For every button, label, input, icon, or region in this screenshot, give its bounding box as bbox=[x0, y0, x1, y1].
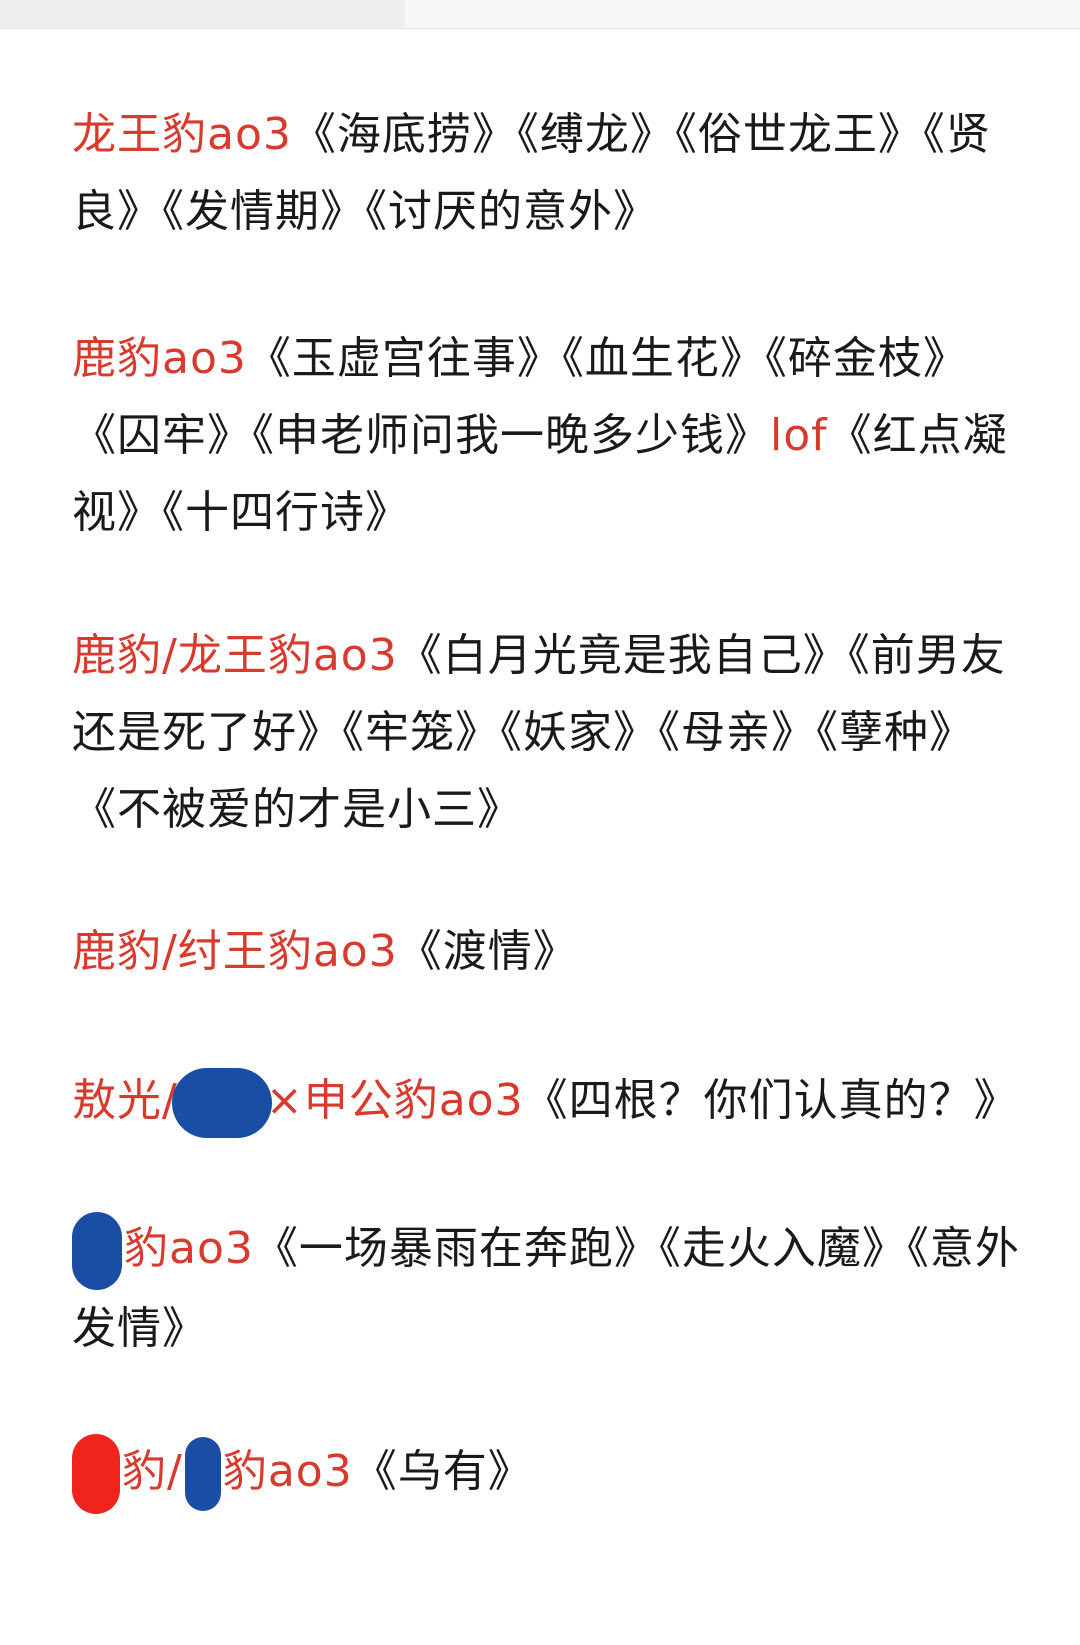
work-titles: 《白月光竟是我自己》《前男友还是死了好》《牢笼》《妖家》《母亲》《孽种》《不被爱… bbox=[72, 630, 1006, 835]
top-bar bbox=[0, 0, 1080, 29]
work-titles: 《乌有》 bbox=[352, 1446, 533, 1497]
pairing-tag: 鹿豹ao3 bbox=[72, 333, 247, 384]
work-titles: 《海底捞》《缚龙》《俗世龙王》《贤良》《发情期》《讨厌的意外》 bbox=[72, 109, 991, 237]
redaction-mark bbox=[171, 1068, 272, 1138]
pairing-tag: 豹ao3 bbox=[124, 1223, 254, 1274]
pairing-tag: 鹿豹/龙王豹ao3 bbox=[72, 630, 398, 681]
platform-tag: lof bbox=[770, 410, 828, 461]
list-item: 豹ao3《一场暴雨在奔跑》《走火入魔》《意外发情》 bbox=[72, 1210, 1022, 1367]
work-titles: 《一场暴雨在奔跑》《走火入魔》《意外发情》 bbox=[72, 1223, 1020, 1354]
work-titles: 《四根？你们认真的？》 bbox=[523, 1075, 1019, 1126]
list-item: 敖光/ ×申公豹ao3《四根？你们认真的？》 bbox=[72, 1062, 1022, 1139]
list-item: 龙王豹ao3《海底捞》《缚龙》《俗世龙王》《贤良》《发情期》《讨厌的意外》 bbox=[72, 96, 1022, 250]
pairing-tag: ×申公豹ao3 bbox=[265, 1075, 524, 1126]
pairing-tag: 豹ao3 bbox=[222, 1446, 353, 1497]
work-titles: 《红点凝视》《十四行诗》 bbox=[72, 410, 1008, 538]
pairing-tag: 龙王豹ao3 bbox=[72, 109, 292, 160]
pairing-tag: 敖光/ bbox=[72, 1075, 178, 1126]
redaction-mark bbox=[72, 1212, 122, 1290]
list-item: 鹿豹/纣王豹ao3《渡情》 bbox=[72, 913, 1022, 990]
list-item: 鹿豹ao3《玉虚宫往事》《血生花》《碎金枝》《囚牢》《申老师问我一晚多少钱》lo… bbox=[72, 320, 1022, 551]
top-bar-shade bbox=[0, 0, 405, 28]
list-item: 豹/豹ao3《乌有》 bbox=[72, 1433, 1022, 1514]
pairing-tag: 豹/ bbox=[122, 1446, 183, 1497]
list-item: 鹿豹/龙王豹ao3《白月光竟是我自己》《前男友还是死了好》《牢笼》《妖家》《母亲… bbox=[72, 617, 1022, 848]
pairing-tag: 鹿豹/纣王豹ao3 bbox=[72, 926, 398, 977]
work-titles: 《渡情》 bbox=[397, 926, 578, 977]
redaction-mark bbox=[72, 1434, 120, 1514]
redaction-mark bbox=[184, 1437, 221, 1511]
work-titles: 《玉虚宫往事》《血生花》《碎金枝》《囚牢》《申老师问我一晚多少钱》 bbox=[72, 333, 968, 461]
